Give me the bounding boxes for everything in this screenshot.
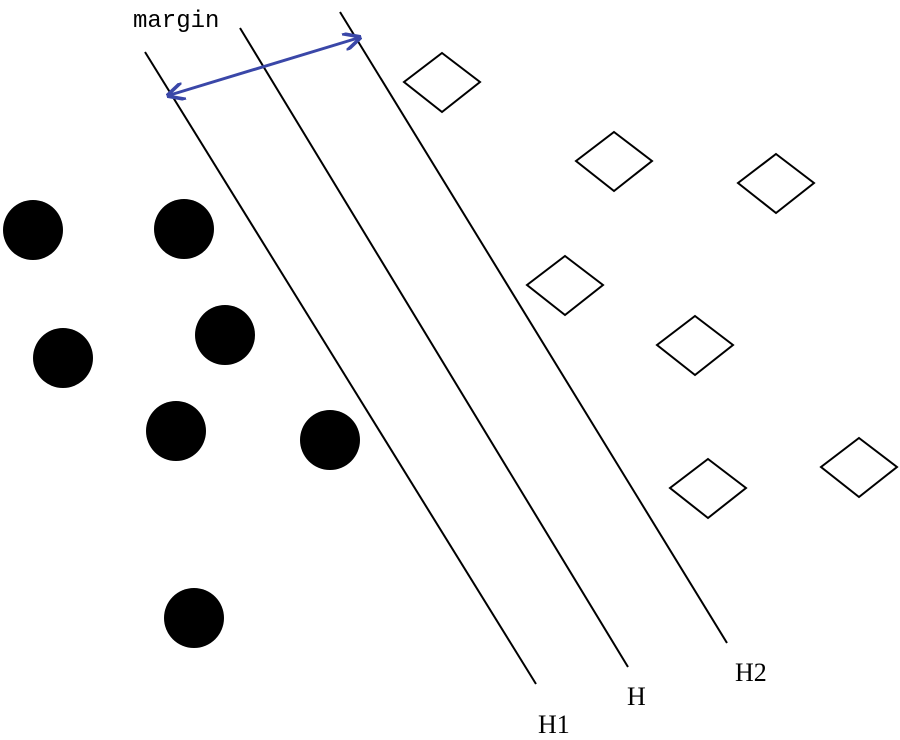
hyperplane-h-label: H — [627, 682, 646, 711]
hyperplane-h2-line — [339, 11, 728, 644]
hyperplane-h2-label: H2 — [735, 658, 767, 687]
margin-label: margin — [133, 8, 219, 35]
hyperplane-h1-label: H1 — [538, 710, 570, 739]
class-a-point — [154, 199, 214, 259]
hyperplane-h-line — [239, 27, 629, 668]
class-a-point — [300, 410, 360, 470]
class-a-point — [146, 401, 206, 461]
class-a-point — [33, 328, 93, 388]
class-a-point — [164, 588, 224, 648]
class-a-points — [3, 199, 360, 648]
class-b-point — [655, 314, 735, 377]
class-b-point — [525, 254, 605, 317]
class-a-point — [195, 305, 255, 365]
class-b-point — [402, 51, 482, 114]
class-b-point — [819, 436, 899, 499]
hyperplane-h1-line — [144, 51, 537, 685]
class-b-point — [574, 130, 654, 193]
class-b-point — [736, 152, 816, 215]
class-b-point — [668, 457, 748, 520]
margin-arrow — [170, 38, 358, 95]
class-a-point — [3, 200, 63, 260]
class-b-points — [402, 51, 899, 520]
